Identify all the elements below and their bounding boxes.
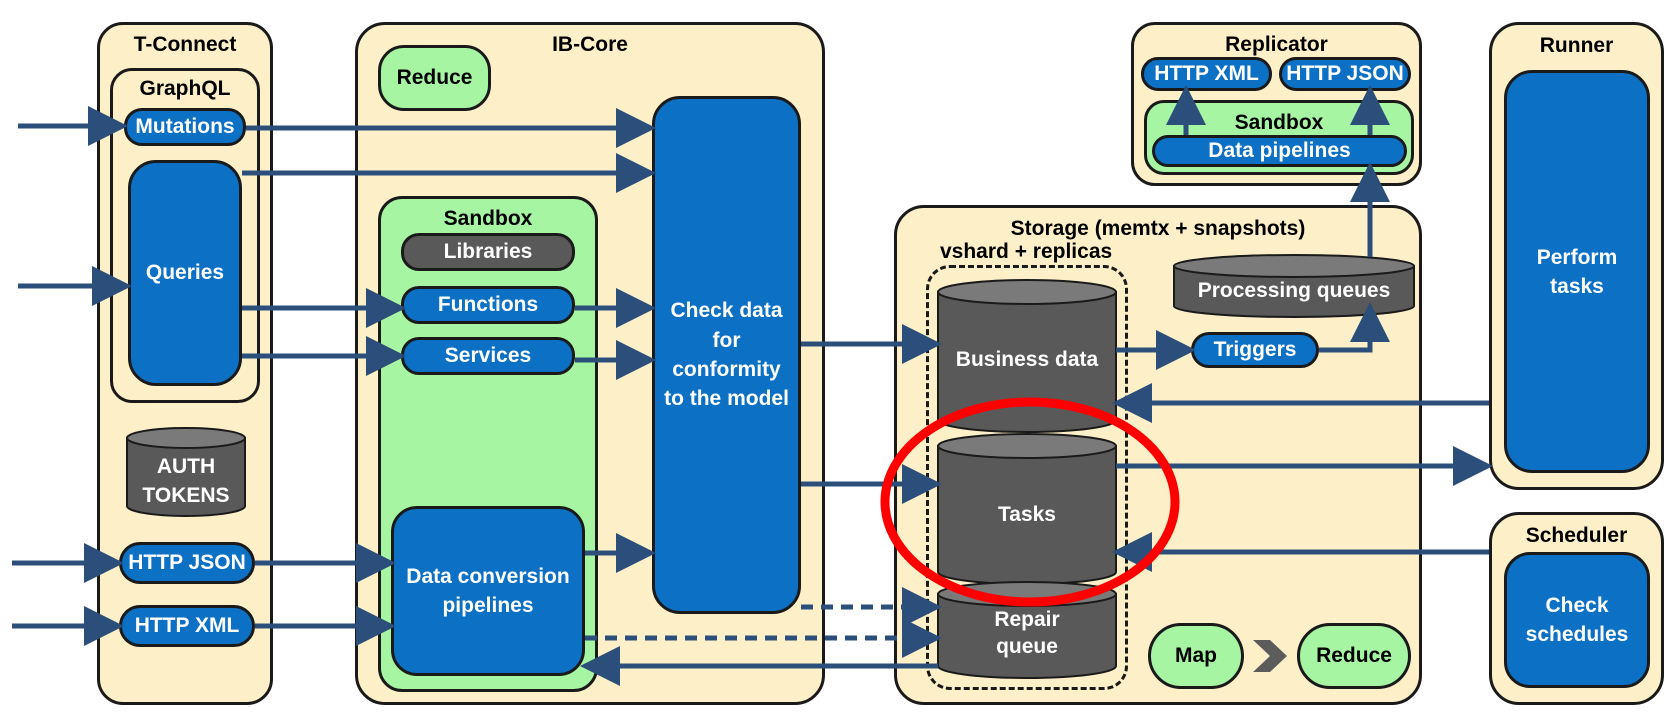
business-data-label: Business data [955,348,1099,371]
ib-core-title: IB-Core [552,33,628,56]
runner-title: Runner [1539,34,1614,57]
storage-reduce[interactable]: Reduce [1297,623,1411,689]
functions-button[interactable]: Functions [401,286,575,324]
repair-queue-label: Repair queue [994,608,1060,659]
replicator-http-json[interactable]: HTTP JSON [1279,57,1411,91]
replicator-sandbox-title: Sandbox [1234,111,1324,134]
queries-block[interactable]: Queries [128,160,242,386]
t-connect-title: T-Connect [133,33,237,56]
perform-tasks-block[interactable]: Perform tasks [1504,70,1650,473]
check-data-block[interactable]: Check data for conformity to the model [652,96,801,614]
data-pipelines-button[interactable]: Data pipelines [1152,135,1407,167]
mutations-button[interactable]: Mutations [124,108,246,146]
scheduler-title: Scheduler [1525,524,1628,547]
storage-title: Storage (memtx + snapshots) [1010,217,1306,240]
vshard-label: vshard + replicas [940,240,1113,263]
replicator-title: Replicator [1225,33,1328,56]
check-schedules-block[interactable]: Check schedules [1504,552,1650,688]
storage-map[interactable]: Map [1148,623,1244,689]
services-button[interactable]: Services [401,337,575,375]
graphql-title: GraphQL [139,77,231,100]
auth-tokens-label: AUTH TOKENS [142,455,230,508]
replicator-http-xml[interactable]: HTTP XML [1141,57,1272,91]
triggers-button[interactable]: Triggers [1191,332,1319,368]
tasks-label: Tasks [998,503,1056,526]
ib-core-sandbox-title: Sandbox [443,207,533,230]
data-conversion-pipelines[interactable]: Data conversion pipelines [391,506,585,676]
http-xml-input[interactable]: HTTP XML [119,605,255,647]
ib-core-reduce[interactable]: Reduce [378,45,491,111]
http-json-input[interactable]: HTTP JSON [119,542,255,584]
libraries-item[interactable]: Libraries [401,233,575,271]
processing-queues-label: Processing queues [1197,279,1391,302]
